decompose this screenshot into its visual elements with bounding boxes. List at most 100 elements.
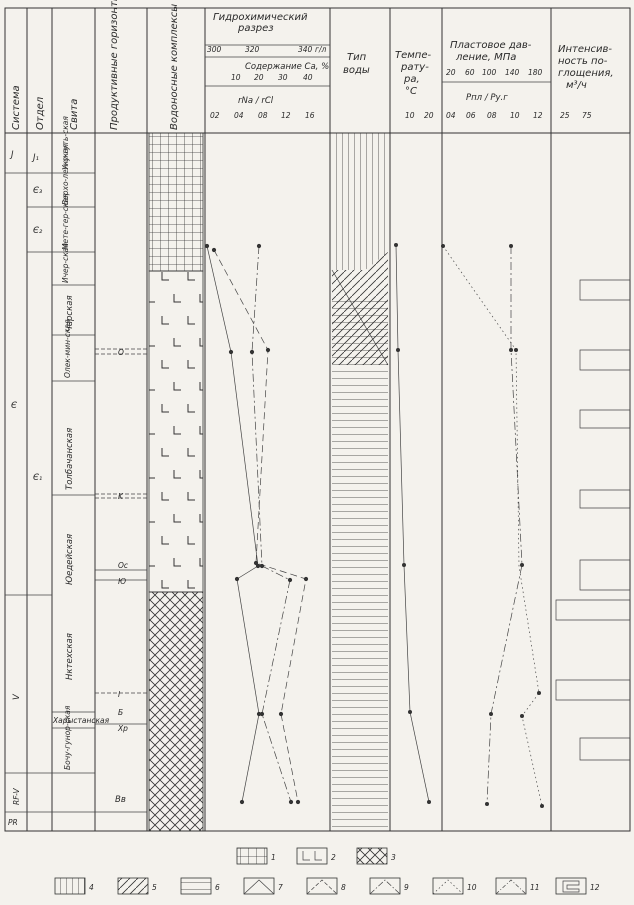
svg-text:рату-: рату- xyxy=(400,62,429,73)
header-suite: Свита xyxy=(69,99,80,130)
svg-text:O: O xyxy=(118,348,124,357)
system-column: J Є V RF-V PR xyxy=(5,150,147,827)
svg-text:воды: воды xyxy=(343,65,370,76)
svg-text:320: 320 xyxy=(245,45,260,54)
svg-text:40: 40 xyxy=(303,73,313,82)
svg-text:10: 10 xyxy=(231,73,241,82)
svg-text:11: 11 xyxy=(530,883,540,892)
header-water: Водоносные комплексы xyxy=(169,4,180,130)
column-dividers xyxy=(26,8,552,831)
svg-text:Содержание Ca, %: Содержание Ca, % xyxy=(245,62,329,72)
svg-text:Є₃: Є₃ xyxy=(33,186,43,196)
legend: 1 2 3 4 5 6 7 8 9 10 11 12 xyxy=(54,847,600,895)
svg-text:04: 04 xyxy=(234,111,244,120)
svg-text:°C: °C xyxy=(405,86,417,97)
svg-text:16: 16 xyxy=(305,111,315,120)
svg-text:Харыстанская: Харыстанская xyxy=(52,716,110,725)
svg-text:30: 30 xyxy=(278,73,288,82)
svg-text:I: I xyxy=(118,690,121,699)
svg-text:6: 6 xyxy=(215,883,220,892)
svg-text:V: V xyxy=(12,693,22,700)
svg-text:100: 100 xyxy=(482,68,497,77)
svg-text:340: 340 xyxy=(298,45,313,54)
svg-text:Ичер-ская: Ичер-ская xyxy=(61,243,70,283)
svg-text:Нктехская: Нктехская xyxy=(65,633,75,680)
header-productive: Продуктивные горизонты xyxy=(109,0,120,130)
svg-text:Темпе-: Темпе- xyxy=(395,50,431,61)
temperature-curve xyxy=(394,243,431,804)
water-type-column xyxy=(331,133,389,831)
svg-text:75: 75 xyxy=(582,111,592,120)
svg-text:Є: Є xyxy=(11,401,17,411)
svg-text:ление, МПа: ление, МПа xyxy=(455,52,516,63)
svg-text:140: 140 xyxy=(505,68,520,77)
svg-text:Пластовое дав-: Пластовое дав- xyxy=(450,40,532,51)
svg-text:02: 02 xyxy=(210,111,220,120)
svg-text:Pпл / Pу.г: Pпл / Pу.г xyxy=(466,93,508,103)
svg-text:Чарская: Чарская xyxy=(65,295,75,332)
curve-pressure xyxy=(442,245,543,807)
svg-text:12: 12 xyxy=(281,111,291,120)
svg-text:60: 60 xyxy=(465,68,475,77)
svg-text:PR: PR xyxy=(8,818,18,827)
productive-horizons: O K Ос Ю I Б Хр Вв xyxy=(95,348,147,805)
svg-text:Олек-мин-ская: Олек-мин-ская xyxy=(63,319,72,378)
svg-text:2: 2 xyxy=(331,853,336,862)
pressure-header: Пластовое дав- ление, МПа 20 60 100 140 … xyxy=(442,40,551,120)
svg-text:Верхо-лен-ская: Верхо-лен-ская xyxy=(61,143,70,205)
svg-text:Тип: Тип xyxy=(347,52,367,63)
svg-text:20: 20 xyxy=(254,73,264,82)
water-complexes xyxy=(148,132,204,832)
svg-text:10: 10 xyxy=(405,111,415,120)
svg-text:300: 300 xyxy=(207,45,222,54)
temperature-header: Темпе- рату- ра, °C 10 20 xyxy=(395,50,434,120)
svg-text:Хр: Хр xyxy=(117,724,128,733)
svg-text:rNa / rCl: rNa / rCl xyxy=(238,96,274,106)
svg-text:5: 5 xyxy=(152,883,157,892)
curve-pressure-ratio xyxy=(486,246,523,805)
curve-na-cl xyxy=(206,245,260,803)
svg-text:J₁: J₁ xyxy=(31,153,39,163)
svg-text:глощения,: глощения, xyxy=(558,68,614,79)
figure-frame xyxy=(4,7,631,832)
svg-text:Бочу-гунор-ская: Бочу-гунор-ская xyxy=(63,705,72,770)
svg-text:разрез: разрез xyxy=(237,23,274,34)
svg-text:1: 1 xyxy=(271,853,276,862)
department-column: J₁ Є₃ Є₂ Є₁ xyxy=(27,153,95,483)
svg-text:Ю: Ю xyxy=(118,577,126,586)
header-system: Система xyxy=(11,85,22,130)
svg-text:7: 7 xyxy=(278,883,283,892)
svg-text:Толбачанская: Толбачанская xyxy=(65,428,75,490)
pressure-curves xyxy=(441,244,544,808)
svg-text:ность по-: ность по- xyxy=(558,56,608,67)
curve-mineralization xyxy=(213,249,307,803)
svg-text:ра,: ра, xyxy=(403,74,420,85)
svg-text:20: 20 xyxy=(424,111,434,120)
svg-text:12: 12 xyxy=(533,111,543,120)
svg-text:Уку-гуть-ская: Уку-гуть-ская xyxy=(61,116,70,170)
svg-text:J: J xyxy=(9,150,14,160)
svg-text:Вв: Вв xyxy=(115,795,126,805)
svg-text:RF-V: RF-V xyxy=(12,787,21,805)
header-department: Отдел xyxy=(35,96,46,130)
svg-text:Є₂: Є₂ xyxy=(33,226,43,236)
svg-text:08: 08 xyxy=(487,111,497,120)
svg-text:06: 06 xyxy=(466,111,476,120)
svg-text:180: 180 xyxy=(528,68,543,77)
svg-text:Интенсив-: Интенсив- xyxy=(558,44,612,55)
svg-text:Гидрохимический: Гидрохимический xyxy=(213,12,308,23)
suite-column: Уку-гуть-ская Верхо-лен-ская Мете-гер-ск… xyxy=(52,116,110,770)
svg-text:20: 20 xyxy=(446,68,456,77)
svg-text:12: 12 xyxy=(590,883,600,892)
hydro-curves xyxy=(204,243,309,805)
svg-text:10: 10 xyxy=(510,111,520,120)
svg-text:08: 08 xyxy=(258,111,268,120)
svg-text:Б: Б xyxy=(118,708,123,717)
svg-text:м³/ч: м³/ч xyxy=(566,80,587,91)
intensity-curve xyxy=(555,133,631,761)
svg-text:Ос: Ос xyxy=(118,561,129,570)
svg-text:25: 25 xyxy=(560,111,570,120)
svg-text:K: K xyxy=(118,492,124,501)
intensity-header: Интенсив- ность по- глощения, м³/ч 25 75 xyxy=(558,44,614,120)
